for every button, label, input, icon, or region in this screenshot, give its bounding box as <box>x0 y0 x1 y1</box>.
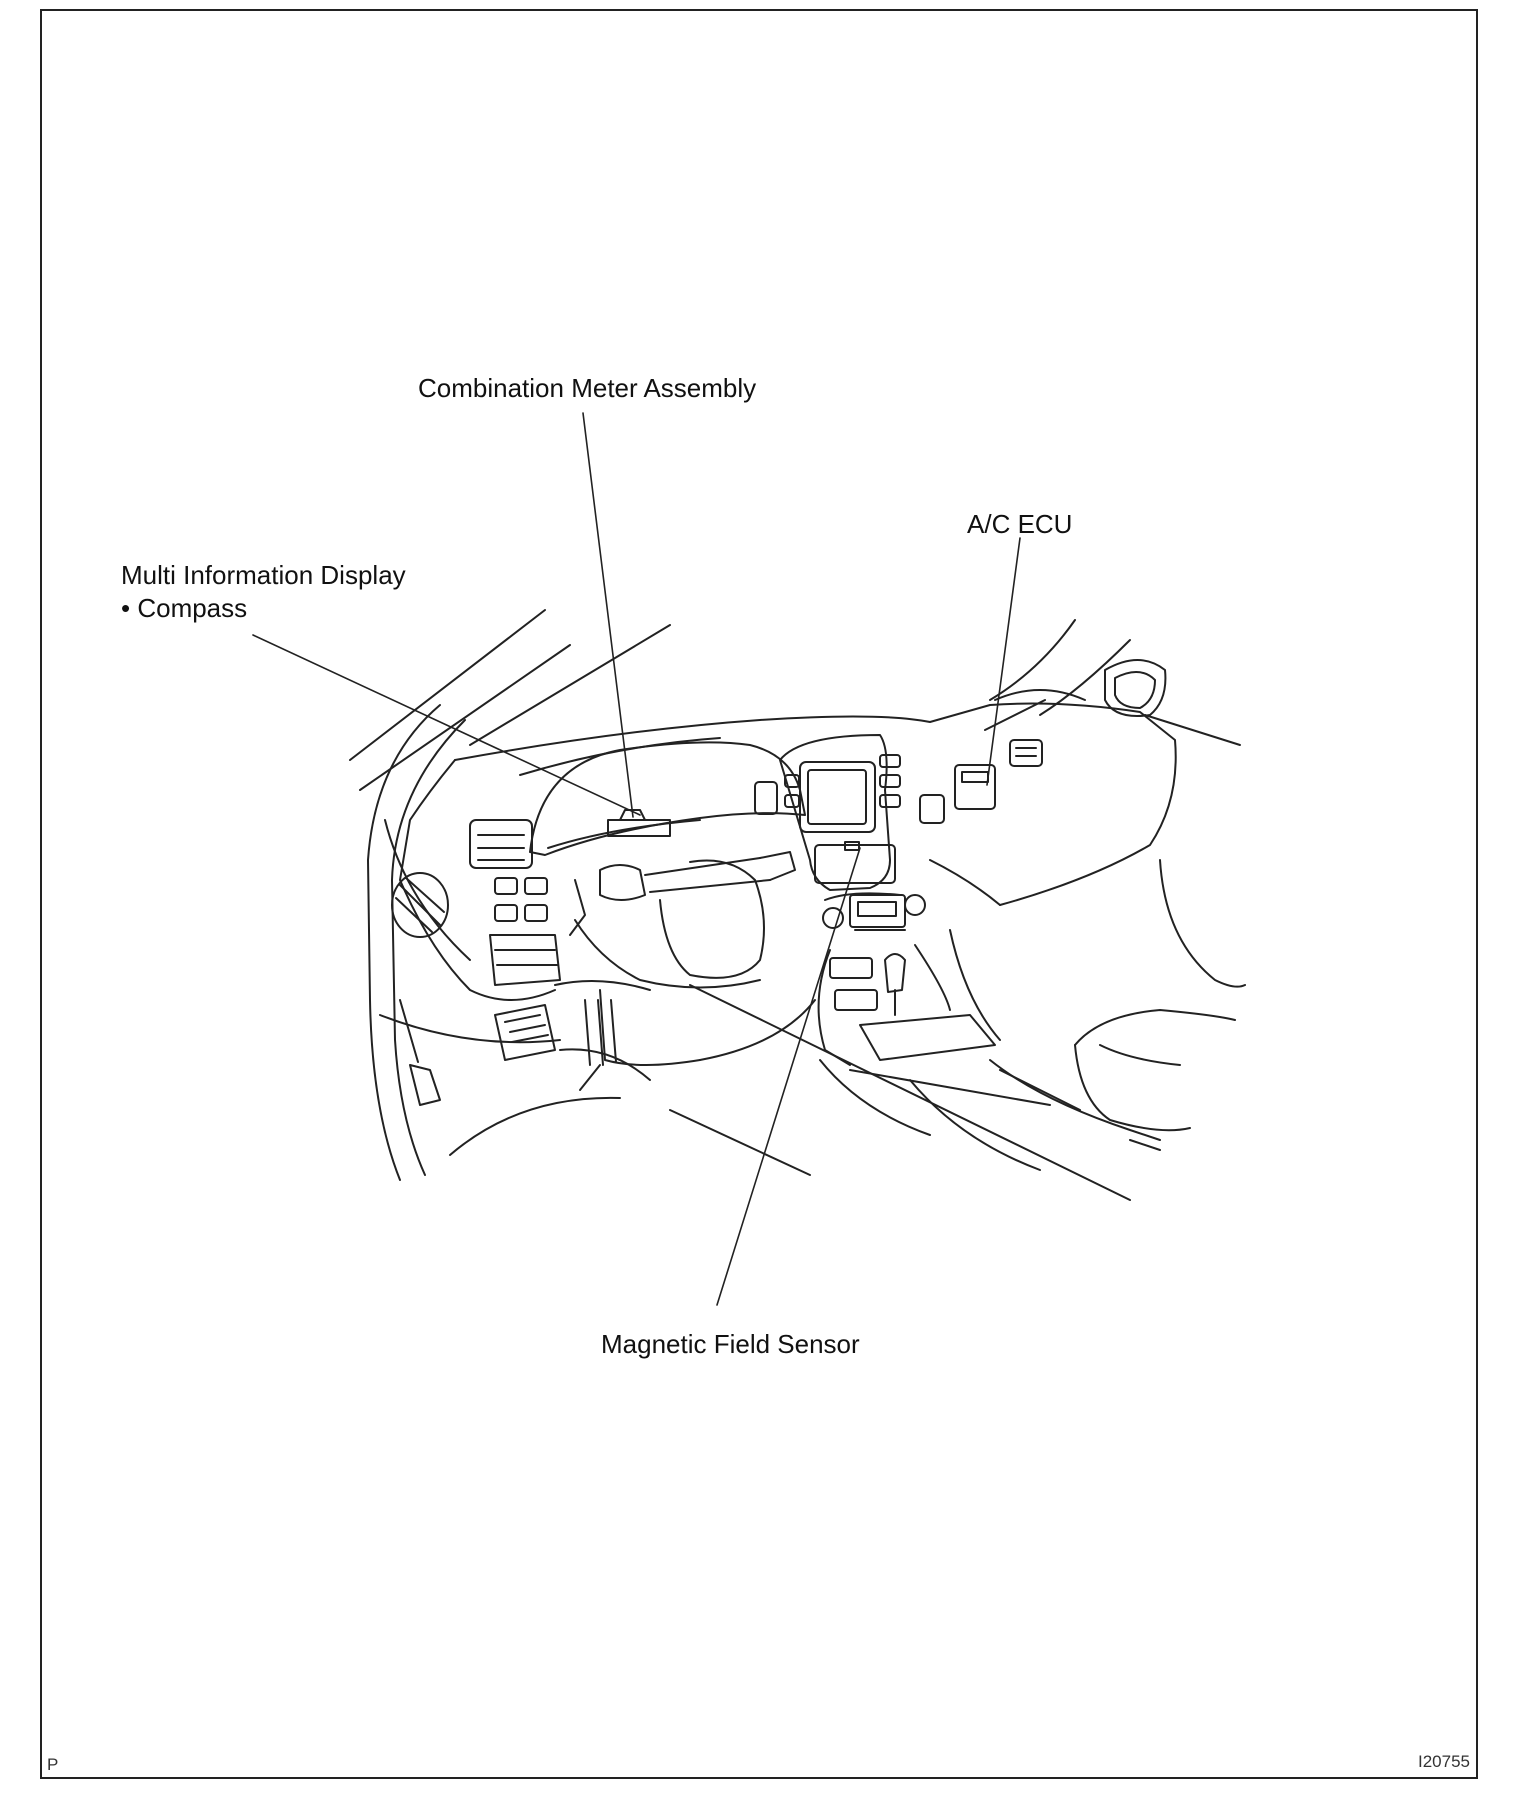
footwell-lines <box>690 985 1130 1200</box>
diagram-frame <box>40 9 1478 1779</box>
dashboard-body <box>380 704 1176 1043</box>
corner-code-left: P <box>47 1755 59 1774</box>
label-combination-meter: Combination Meter Assembly <box>418 373 757 403</box>
left-side-vent <box>470 820 532 868</box>
center-stack <box>755 735 925 930</box>
label-magnetic-field-sensor: Magnetic Field Sensor <box>601 1329 860 1359</box>
right-dash <box>920 700 1045 905</box>
floor <box>450 1049 810 1175</box>
label-compass: • Compass <box>121 593 248 623</box>
label-ac-ecu: A/C ECU <box>967 509 1073 539</box>
left-round-vent <box>392 873 448 937</box>
windshield-lines <box>350 610 1130 790</box>
leader-lines <box>253 413 1020 1305</box>
leader-ac-ecu <box>987 538 1020 785</box>
leader-mid-compass <box>253 635 640 815</box>
label-multi-information-display: Multi Information Display <box>121 560 406 590</box>
right-seat <box>950 860 1245 1150</box>
combination-meter-hood <box>530 742 805 855</box>
steering-assembly <box>570 852 795 978</box>
switch-panel <box>490 878 560 985</box>
corner-figure-number: I20755 <box>1418 1752 1470 1771</box>
leader-combination-meter <box>583 413 633 817</box>
left-door-pillar <box>368 705 465 1180</box>
pedals <box>400 1000 616 1105</box>
leader-magnetic-sensor <box>717 848 860 1305</box>
right-mirror <box>1105 660 1240 745</box>
lower-dash <box>575 920 815 1090</box>
console-shifter <box>819 945 1050 1135</box>
